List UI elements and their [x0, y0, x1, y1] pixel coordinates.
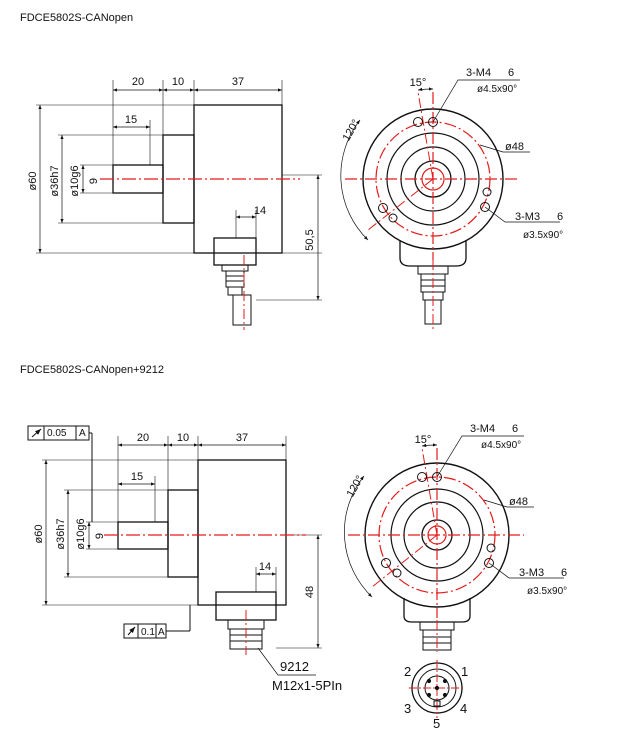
dim-14: 14 [254, 205, 266, 217]
angle-15: 15° [410, 77, 427, 89]
pin-1: 1 [461, 664, 468, 679]
dim-37: 37 [232, 76, 244, 88]
runout2-value: 0.1 [141, 627, 155, 638]
m4-callout: 3-M4 [466, 67, 491, 79]
m4-countersink: ø4.5x90° [477, 84, 517, 95]
m4-countersink-2: ø4.5x90° [481, 440, 521, 451]
drawing2-side-view [27, 425, 322, 676]
runout-value: 0.05 [47, 428, 67, 439]
m12-pin-layout [409, 660, 465, 718]
dim-9: 9 [88, 178, 100, 184]
dim2-15: 15 [131, 471, 143, 483]
drawing1-front-view [340, 79, 560, 267]
dia2-48: ø48 [509, 496, 528, 508]
dim-dia60: ø60 [27, 172, 39, 191]
dim2-10: 10 [177, 432, 189, 444]
drawing1-side-view [36, 80, 322, 326]
m4-depth: 6 [508, 67, 514, 79]
m4-depth-2: 6 [512, 423, 518, 435]
pin-4: 4 [460, 701, 467, 716]
dim2-20: 20 [137, 432, 149, 444]
dim-10: 10 [172, 76, 184, 88]
dim-dia36h7: ø36h7 [49, 165, 61, 196]
m3-callout: 3-M3 [515, 211, 540, 223]
pin-3: 3 [404, 701, 411, 716]
dim-dia10g6: ø10g6 [69, 165, 81, 196]
dim2-dia60: ø60 [33, 525, 45, 544]
dim-15: 15 [125, 114, 137, 126]
dim2-14: 14 [259, 561, 271, 573]
m3-depth: 6 [557, 211, 563, 223]
m3-depth-2: 6 [561, 567, 567, 579]
drawing2-title: FDCE5802S-CANopen+9212 [20, 364, 165, 376]
angle2-15: 15° [415, 434, 432, 446]
runout2-datum: A [158, 627, 165, 638]
dim2-dia10g6: ø10g6 [75, 518, 87, 549]
dim2-9: 9 [94, 533, 106, 539]
runout-datum: A [79, 428, 86, 439]
dia48: ø48 [505, 141, 524, 153]
pin-5: 5 [433, 716, 440, 731]
m3-countersink: ø3.5x90° [523, 230, 563, 241]
dim2-37: 37 [236, 432, 248, 444]
runout-icons [31, 428, 136, 636]
pin-2: 2 [404, 664, 411, 679]
connector-code: 9212 [280, 659, 309, 674]
drawing2-front-view [344, 435, 564, 623]
m3-countersink-2: ø3.5x90° [527, 586, 567, 597]
drawing1-title: FDCE5802S-CANopen [20, 12, 134, 24]
m4-callout-2: 3-M4 [470, 423, 495, 435]
connector-spec: M12x1-5PIn [272, 678, 342, 693]
dim-20: 20 [132, 76, 144, 88]
m3-callout-2: 3-M3 [519, 567, 544, 579]
dim2-dia36h7: ø36h7 [55, 518, 67, 549]
dim2-48: 48 [304, 586, 316, 598]
dim-50-5: 50,5 [304, 229, 316, 250]
